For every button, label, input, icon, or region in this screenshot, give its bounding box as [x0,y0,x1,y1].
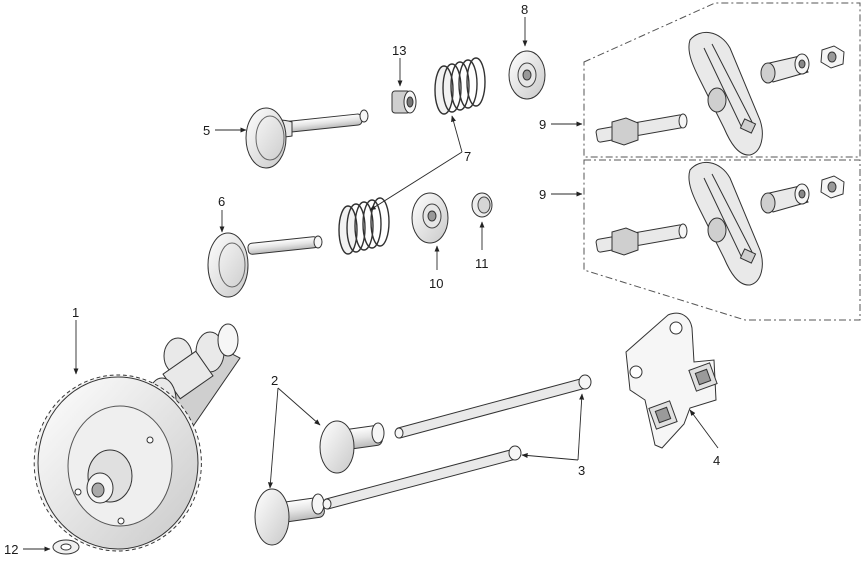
callout-4: 4 [713,453,720,468]
callout-13: 13 [392,43,406,58]
adjust-nut-lower [760,183,810,214]
valve-spring-7-upper [434,57,486,115]
valve-6 [207,232,323,298]
thrust-washer-12 [52,539,80,555]
valve-cap-13 [391,90,417,114]
callout-12: 12 [4,542,18,557]
valve-5 [245,107,369,169]
push-rod-3-lower [322,445,522,510]
spring-retainer-8 [508,50,546,100]
tappet-2-upper [319,420,385,474]
callout-5: 5 [203,123,210,138]
valve-spring-7-lower [338,197,390,255]
collet-11 [471,192,493,218]
callout-9-lower: 9 [539,187,546,202]
adjust-nut-upper [760,53,810,84]
callout-10: 10 [429,276,443,291]
callout-9-upper: 9 [539,117,546,132]
callout-6: 6 [218,194,225,209]
pivot-stud-lower [595,223,688,256]
callout-2: 2 [271,373,278,388]
push-rod-guide-plate-4 [625,312,718,449]
tappet-2-lower [254,488,325,546]
callout-3: 3 [578,463,585,478]
pivot-stud-upper [595,113,688,146]
rocker-kit-enclosure [583,2,861,321]
callout-11: 11 [475,256,489,271]
callout-7: 7 [464,149,471,164]
rocker-arm-assembly-lower [595,162,845,286]
leader-lines [23,17,719,552]
rocker-arm-assembly-upper [595,32,845,156]
callout-8: 8 [521,2,528,17]
push-rod-3-upper [394,374,592,439]
lock-nut-lower [820,175,845,199]
lock-nut-upper [820,45,845,69]
callout-labels: 1 2 3 4 5 6 7 8 9 9 10 11 12 13 [4,2,720,557]
spring-retainer-10 [411,192,449,244]
callout-1: 1 [72,305,79,320]
camshaft-gear-1 [33,323,241,552]
